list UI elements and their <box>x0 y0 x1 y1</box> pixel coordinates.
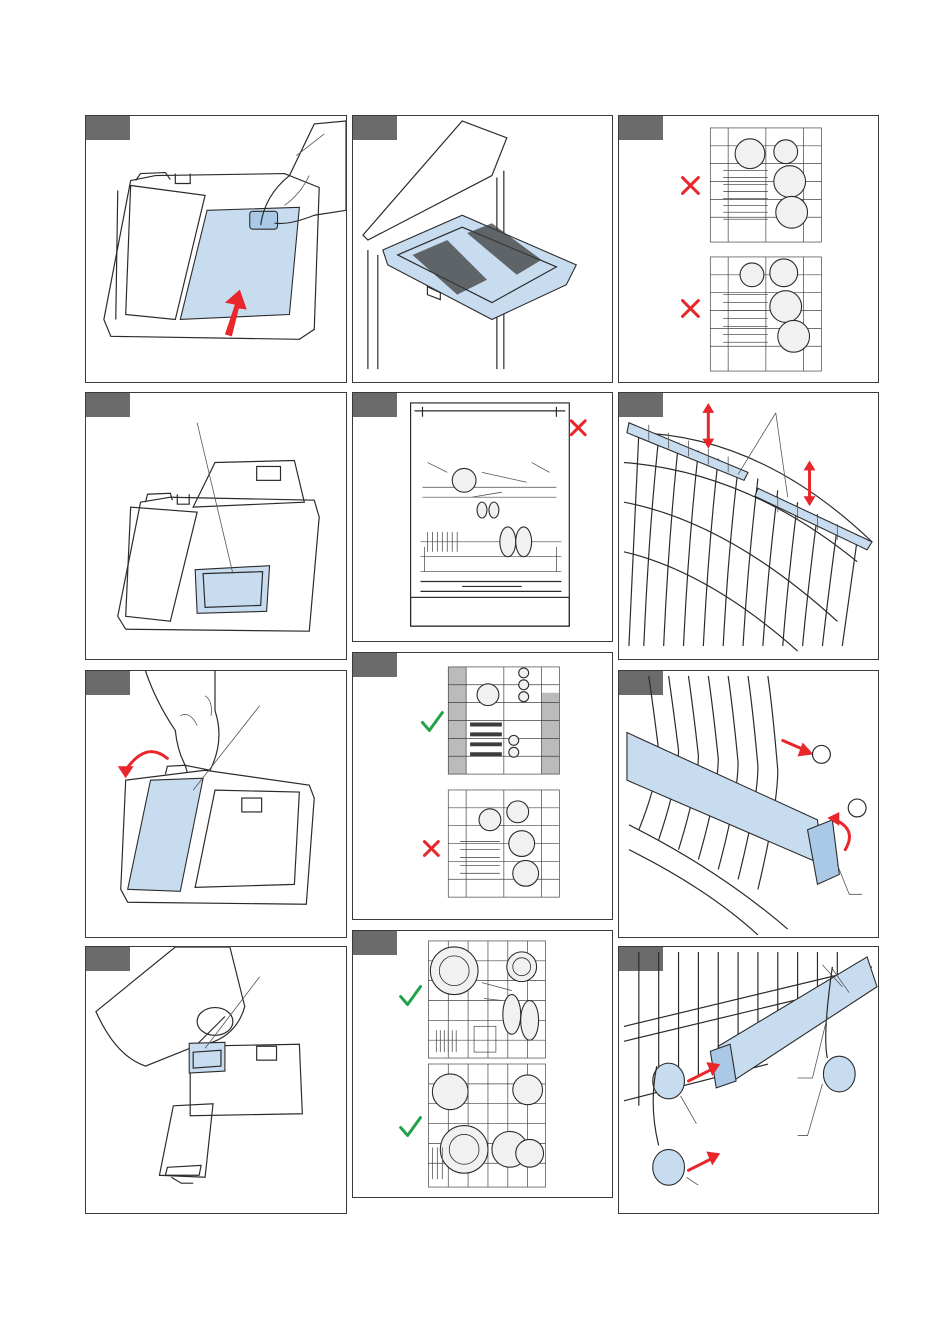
correct-check-icon <box>422 713 442 731</box>
panel-cutlery-drawer <box>352 115 613 383</box>
wrong-cross-icon <box>683 301 699 317</box>
basket-top-view-icon <box>619 116 878 382</box>
dispenser-lid-icon <box>86 671 346 937</box>
dispenser-open-icon <box>86 393 346 659</box>
press-latch-icon <box>250 211 278 229</box>
panel-dispenser-compartment <box>85 392 347 660</box>
panel-spray-arm-remove <box>618 670 879 938</box>
wheel-icon <box>653 1149 685 1185</box>
bottle-icon <box>86 947 346 1213</box>
correct-check-icon <box>401 987 421 1005</box>
wrong-cross-icon <box>424 842 438 856</box>
wrong-cross-icon <box>571 421 585 435</box>
spray-arm-icon <box>619 671 878 937</box>
panel-spray-tube-wheels <box>618 946 879 1214</box>
upper-basket-icon <box>619 393 878 659</box>
panel-upper-basket-rack <box>618 392 879 660</box>
wrong-cross-icon <box>683 178 699 194</box>
panel-dispenser-close <box>85 115 347 383</box>
cutlery-drawer-icon <box>353 116 612 382</box>
countertop-icon <box>363 121 507 240</box>
panel-basket-wrong <box>618 115 879 383</box>
panel-dishwasher-overview <box>352 392 613 642</box>
correct-check-icon <box>401 1118 421 1136</box>
hand-icon <box>146 671 219 770</box>
panel-basket-check <box>352 652 613 920</box>
dispenser-lid-icon <box>86 116 346 382</box>
basket-top-view-icon <box>353 931 612 1197</box>
wheel-icon <box>823 1056 855 1092</box>
dishwasher-front-icon <box>353 393 612 641</box>
wheel-icon <box>653 1063 685 1099</box>
basket-top-view-icon <box>353 653 612 919</box>
spray-tube-icon <box>619 947 878 1213</box>
panel-rinse-aid-fill <box>85 946 347 1214</box>
panel-basket-plates-check <box>352 930 613 1198</box>
panel-dispenser-open-lid <box>85 670 347 938</box>
